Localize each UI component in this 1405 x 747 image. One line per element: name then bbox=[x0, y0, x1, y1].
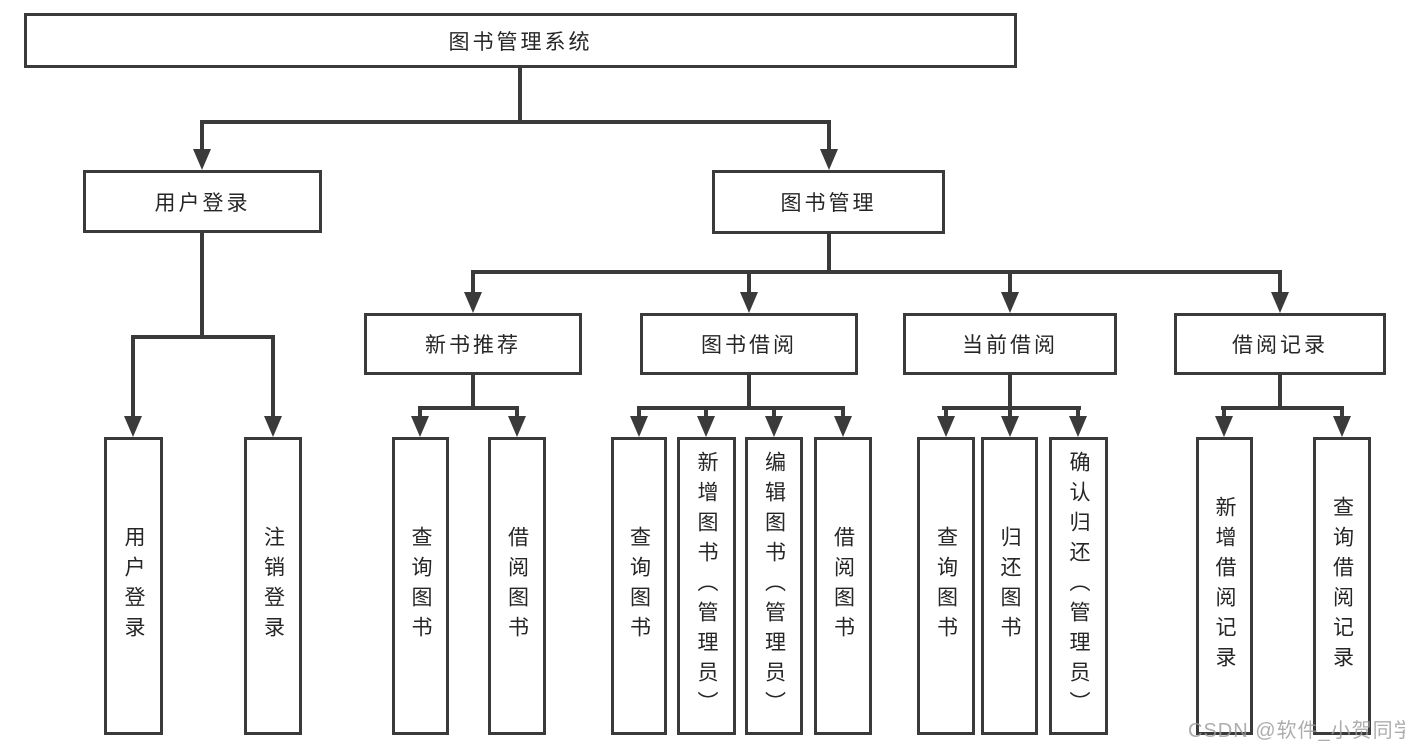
leaf-logout-login: 注销登录 bbox=[244, 437, 302, 735]
arrow-down-icon bbox=[697, 416, 715, 437]
connector-line bbox=[1008, 270, 1012, 296]
leaf-borrowing-borrow-books: 借阅图书 bbox=[814, 437, 872, 735]
leaf-user-login: 用户登录 bbox=[104, 437, 163, 735]
arrow-down-icon bbox=[1001, 292, 1019, 313]
arrow-down-icon bbox=[1069, 416, 1087, 437]
leaf-current-confirm-return-admin: 确认归还（管理员） bbox=[1049, 437, 1108, 735]
leaf-borrowing-edit-books-admin: 编辑图书（管理员） bbox=[745, 437, 803, 735]
leaf-current-query-books: 查询图书 bbox=[917, 437, 975, 735]
connector-line bbox=[637, 406, 845, 410]
connector-line bbox=[1278, 270, 1282, 296]
node-new-book-recommendation: 新书推荐 bbox=[364, 313, 582, 375]
node-borrowing-records: 借阅记录 bbox=[1174, 313, 1386, 375]
node-system: 图书管理系统 bbox=[24, 13, 1017, 68]
arrow-down-icon bbox=[765, 416, 783, 437]
arrow-down-icon bbox=[937, 416, 955, 437]
connector-line bbox=[418, 406, 519, 410]
node-book-borrowing: 图书借阅 bbox=[640, 313, 858, 375]
connector-line bbox=[200, 120, 204, 154]
connector-line bbox=[515, 406, 519, 420]
connector-line bbox=[200, 233, 204, 339]
connector-line bbox=[131, 335, 135, 420]
connector-line bbox=[471, 270, 1282, 274]
leaf-newbook-query-books: 查询图书 bbox=[392, 437, 449, 735]
connector-line bbox=[747, 375, 751, 410]
connector-line bbox=[827, 120, 831, 154]
arrow-down-icon bbox=[1271, 292, 1289, 313]
arrow-down-icon bbox=[820, 149, 838, 170]
node-user-login: 用户登录 bbox=[83, 170, 322, 233]
leaf-records-add-borrow-record: 新增借阅记录 bbox=[1196, 437, 1253, 735]
connector-line bbox=[1076, 406, 1080, 420]
arrow-down-icon bbox=[1001, 416, 1019, 437]
connector-line bbox=[1008, 375, 1012, 410]
connector-line bbox=[827, 234, 831, 274]
connector-line bbox=[704, 406, 708, 420]
connector-line bbox=[200, 120, 831, 124]
node-current-borrowing: 当前借阅 bbox=[903, 313, 1117, 375]
arrow-down-icon bbox=[411, 416, 429, 437]
connector-line bbox=[1340, 406, 1344, 420]
connector-line bbox=[1222, 406, 1226, 420]
arrow-down-icon bbox=[1215, 416, 1233, 437]
connector-line bbox=[471, 270, 475, 296]
arrow-down-icon bbox=[740, 292, 758, 313]
node-book-management: 图书管理 bbox=[712, 170, 945, 234]
arrow-down-icon bbox=[508, 416, 526, 437]
leaf-current-return-books: 归还图书 bbox=[981, 437, 1038, 735]
connector-line bbox=[841, 406, 845, 420]
connector-line bbox=[271, 335, 275, 420]
connector-line bbox=[418, 406, 422, 420]
connector-line bbox=[1008, 406, 1012, 420]
leaf-borrowing-add-books-admin: 新增图书（管理员） bbox=[677, 437, 736, 735]
connector-line bbox=[131, 335, 275, 339]
connector-line bbox=[518, 68, 522, 122]
watermark: CSDN @软件_小贺同学 bbox=[1188, 720, 1405, 742]
connector-line bbox=[471, 375, 475, 410]
leaf-newbook-borrow-books: 借阅图书 bbox=[488, 437, 546, 735]
arrow-down-icon bbox=[193, 149, 211, 170]
arrow-down-icon bbox=[630, 416, 648, 437]
connector-line bbox=[772, 406, 776, 420]
connector-line bbox=[1278, 375, 1282, 410]
leaf-borrowing-query-books: 查询图书 bbox=[611, 437, 667, 735]
leaf-records-query-borrow-record: 查询借阅记录 bbox=[1313, 437, 1371, 735]
arrow-down-icon bbox=[1333, 416, 1351, 437]
connector-line bbox=[637, 406, 641, 420]
arrow-down-icon bbox=[124, 416, 142, 437]
arrow-down-icon bbox=[464, 292, 482, 313]
arrow-down-icon bbox=[264, 416, 282, 437]
connector-line bbox=[944, 406, 948, 420]
connector-line bbox=[747, 270, 751, 296]
arrow-down-icon bbox=[834, 416, 852, 437]
connector-line bbox=[1221, 406, 1343, 410]
